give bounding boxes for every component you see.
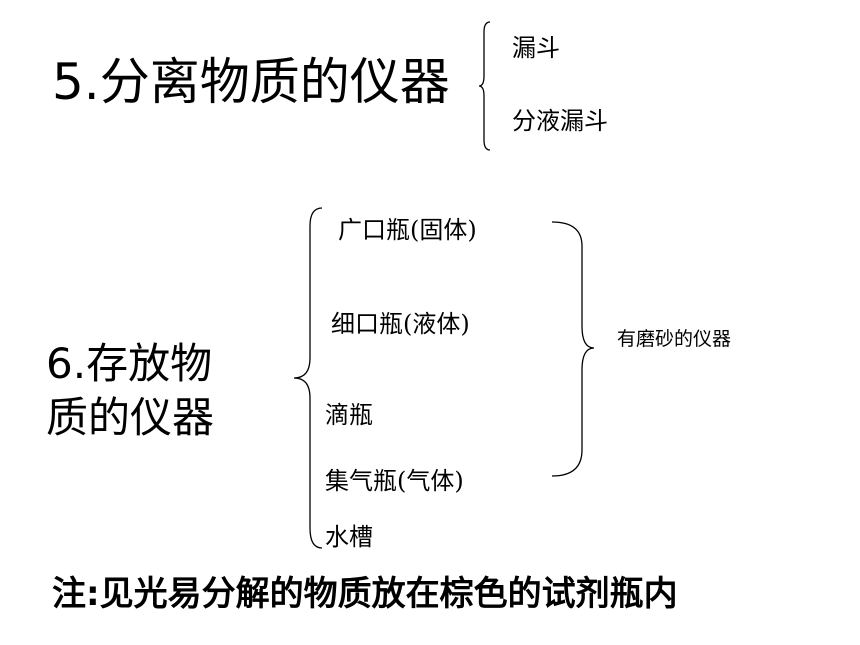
section6-item-wide-mouth-bottle: 广口瓶(固体) <box>338 216 477 244</box>
section6-item-narrow-mouth-bottle: 细口瓶(液体) <box>331 310 470 338</box>
section6-group-label: 有磨砂的仪器 <box>617 328 732 350</box>
section6-title-line2: 质的仪器 <box>46 393 215 442</box>
section6-item-gas-jar: 集气瓶(气体) <box>325 467 464 495</box>
section6-title-line1: 6.存放物 <box>46 339 213 388</box>
section5-item-funnel: 漏斗 <box>512 34 560 62</box>
note-text: 注:见光易分解的物质放在棕色的试剂瓶内 <box>52 574 678 614</box>
section6-left-brace <box>293 207 323 549</box>
section6-right-brace <box>551 221 595 477</box>
section5-brace <box>478 21 491 151</box>
section6-item-water-trough: 水槽 <box>325 523 373 551</box>
section5-title: 5.分离物质的仪器 <box>52 53 450 111</box>
section5-item-separatory-funnel: 分液漏斗 <box>512 107 608 135</box>
section6-item-dropper-bottle: 滴瓶 <box>325 401 373 429</box>
